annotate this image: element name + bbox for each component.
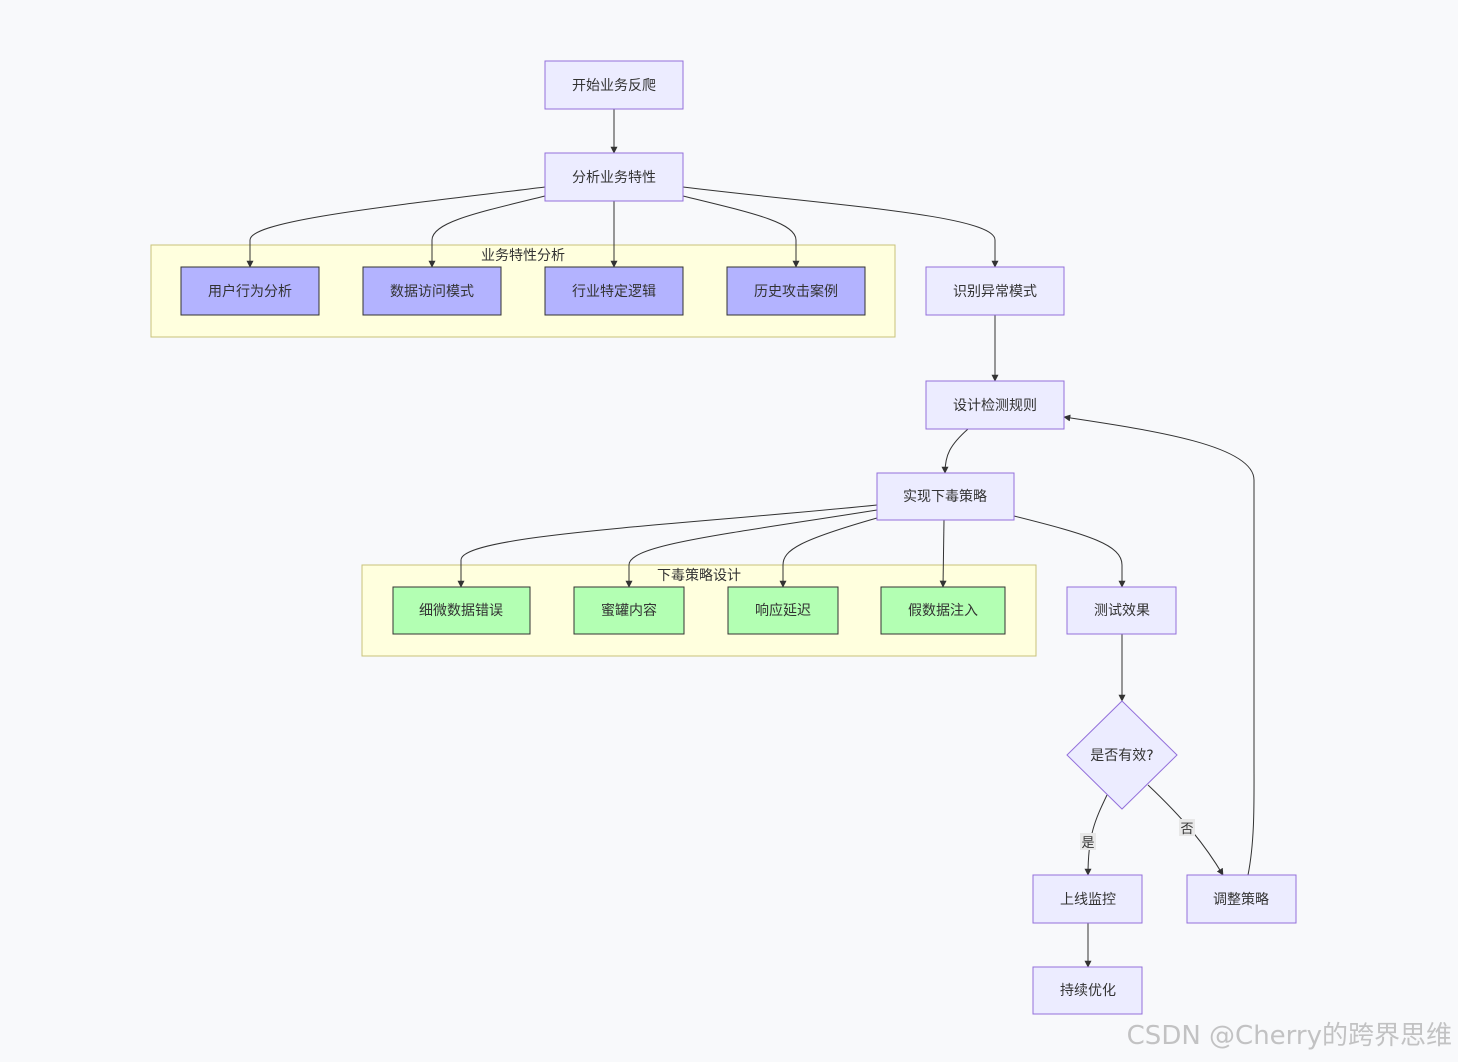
node-analyze[interactable]: 分析业务特性	[544, 152, 684, 202]
cluster-business-title: 业务特性分析	[481, 248, 565, 264]
node-honeypot[interactable]: 蜜罐内容	[573, 586, 685, 635]
node-user-behavior[interactable]: 用户行为分析	[180, 266, 320, 316]
edge-design-implement	[941, 428, 969, 474]
watermark: CSDN @Cherry的跨界思维	[1126, 1021, 1452, 1051]
node-test[interactable]: 测试效果	[1066, 586, 1177, 635]
svg-text:分析业务特性: 分析业务特性	[572, 170, 656, 186]
node-data-access[interactable]: 数据访问模式	[362, 266, 502, 316]
svg-text:蜜罐内容: 蜜罐内容	[601, 602, 657, 619]
node-design-rules[interactable]: 设计检测规则	[925, 380, 1065, 430]
node-subtle-error[interactable]: 细微数据错误	[392, 586, 531, 635]
svg-text:开始业务反爬: 开始业务反爬	[572, 78, 656, 94]
svg-text:设计检测规则: 设计检测规则	[953, 398, 1037, 414]
svg-text:调整策略: 调整策略	[1213, 891, 1269, 908]
edge-analyze-identify	[682, 186, 999, 268]
edges	[246, 109, 1255, 968]
edge-decision-online	[1084, 794, 1108, 876]
svg-text:持续优化: 持续优化	[1060, 982, 1116, 999]
node-industry-logic[interactable]: 行业特定逻辑	[544, 266, 684, 316]
cluster-poison-title: 下毒策略设计	[657, 567, 741, 584]
edge-implement-honeypot	[625, 509, 878, 588]
node-decision[interactable]: 是否有效?	[1066, 700, 1178, 810]
node-start[interactable]: 开始业务反爬	[544, 60, 684, 110]
node-implement[interactable]: 实现下毒策略	[876, 472, 1015, 521]
edge-analyze-history	[682, 195, 800, 268]
svg-text:实现下毒策略: 实现下毒策略	[903, 488, 987, 505]
node-identify[interactable]: 识别异常模式	[925, 266, 1065, 316]
svg-text:测试效果: 测试效果	[1094, 603, 1150, 619]
node-online[interactable]: 上线监控	[1032, 874, 1143, 924]
edge-implement-subtle	[457, 504, 878, 588]
edge-adjust-design	[1063, 414, 1255, 876]
node-history-cases[interactable]: 历史攻击案例	[726, 266, 866, 316]
node-optimize[interactable]: 持续优化	[1032, 966, 1143, 1015]
node-delay[interactable]: 响应延迟	[727, 586, 839, 635]
edge-analyze-data	[428, 195, 546, 268]
edge-implement-test	[1013, 515, 1126, 588]
svg-text:数据访问模式: 数据访问模式	[390, 284, 474, 300]
svg-text:响应延迟: 响应延迟	[755, 602, 811, 619]
edge-implement-delay	[779, 517, 878, 588]
svg-text:用户行为分析: 用户行为分析	[208, 283, 292, 300]
edge-label-no: 否	[1179, 819, 1195, 837]
node-fake-data[interactable]: 假数据注入	[880, 586, 1006, 635]
svg-text:是: 是	[1081, 836, 1094, 851]
svg-text:细微数据错误: 细微数据错误	[419, 603, 503, 619]
edge-analyze-user	[246, 186, 546, 268]
svg-text:识别异常模式: 识别异常模式	[953, 284, 1037, 300]
svg-text:是否有效?: 是否有效?	[1090, 748, 1153, 764]
svg-text:行业特定逻辑: 行业特定逻辑	[572, 284, 656, 300]
node-adjust[interactable]: 调整策略	[1186, 874, 1297, 924]
edge-implement-fake	[939, 519, 947, 588]
svg-text:否: 否	[1180, 822, 1193, 837]
svg-text:上线监控: 上线监控	[1060, 892, 1116, 908]
svg-text:历史攻击案例: 历史攻击案例	[754, 283, 838, 300]
edge-label-yes: 是	[1080, 833, 1096, 851]
svg-text:假数据注入: 假数据注入	[908, 603, 978, 619]
